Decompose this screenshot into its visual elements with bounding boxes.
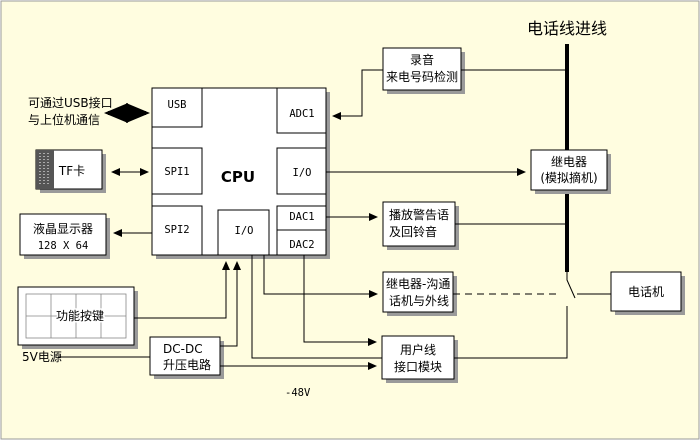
user-to-switch-line [454, 306, 568, 359]
tf-card: TF卡 [35, 149, 106, 193]
port-spi1: SPI1 [164, 166, 189, 178]
dac2-to-user-arrow [303, 255, 377, 346]
relay-line1: 继电器 [551, 155, 587, 169]
dcdc-box: DC-DC 升压电路 [149, 336, 224, 379]
play-line2: 及回铃音 [389, 224, 437, 239]
dcdc-to-cpu-arrow [220, 261, 241, 347]
relay2-line1: 继电器-沟通 [386, 277, 450, 291]
function-keys-label: 功能按键 [56, 309, 104, 323]
phone-label: 电话机 [628, 285, 664, 299]
dcdc-line1: DC-DC [163, 342, 203, 356]
keys-to-cpu-arrow [134, 261, 230, 319]
record-line2: 来电号码检测 [386, 69, 458, 84]
usb-note-line2: 与上位机通信 [28, 112, 100, 127]
usb-note-line1: 可通过USB接口 [28, 95, 113, 110]
cpu-user-line [251, 255, 382, 359]
lcd-box: 液晶显示器 128 X 64 [19, 213, 110, 259]
port-adc1: ADC1 [289, 108, 314, 120]
usb-note: 可通过USB接口 与上位机通信 [28, 95, 113, 127]
power-label: 5V电源 [22, 350, 62, 364]
play-box: 播放警告语 及回铃音 [382, 201, 459, 250]
function-keys: 功能按键 [17, 286, 138, 349]
port-usb: USB [168, 99, 187, 111]
relay2-line2: 话机与外线 [389, 294, 449, 308]
cpu-block: CPU USB SPI1 SPI2 ADC1 I/O I/O DAC1 DAC2 [151, 87, 330, 259]
relay2-box: 继电器-沟通 话机与外线 [382, 271, 457, 316]
phone-line-title: 电话线进线 [527, 19, 607, 38]
phone-box: 电话机 [610, 271, 685, 315]
record-line1: 录音 [410, 52, 434, 67]
tf-card-label: TF卡 [58, 164, 85, 178]
port-io-right: I/O [293, 167, 312, 179]
port-dac1: DAC1 [289, 211, 314, 223]
record-box: 录音 来电号码检测 [382, 47, 465, 94]
lcd-line1: 液晶显示器 [33, 221, 93, 236]
cpu-to-relay2-arrow [263, 255, 378, 298]
lcd-line2: 128 X 64 [38, 240, 89, 252]
user-line1: 用户线 [400, 342, 436, 357]
port-spi2: SPI2 [164, 224, 189, 236]
port-io-bottom: I/O [235, 225, 254, 237]
relay-line2: (模拟摘机) [540, 170, 597, 185]
voltage-label: -48V [285, 387, 311, 399]
record-to-adc-arrow [332, 69, 383, 120]
relay-box: 继电器 (模拟摘机) [530, 149, 611, 194]
play-line1: 播放警告语 [389, 207, 449, 222]
cpu-title: CPU [221, 168, 255, 186]
user-line-box: 用户线 接口模块 [381, 335, 458, 383]
dcdc-line2: 升压电路 [163, 357, 211, 372]
port-dac2: DAC2 [289, 239, 314, 251]
switch-contact [566, 272, 576, 299]
user-line2: 接口模块 [394, 359, 442, 374]
